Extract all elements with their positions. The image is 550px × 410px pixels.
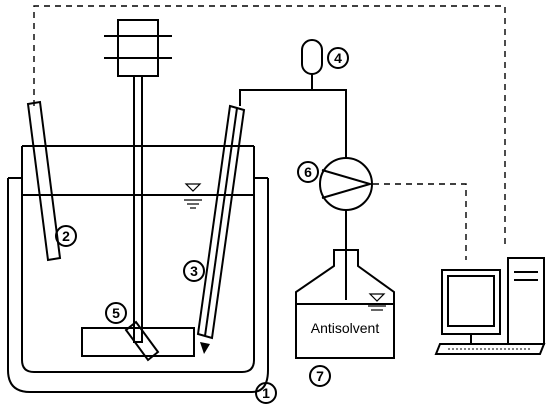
monitor (441, 269, 501, 335)
computer (434, 257, 546, 355)
stirrer-shaft (133, 75, 143, 343)
control-signal-lines (33, 5, 506, 260)
pc-tower (507, 257, 545, 345)
impeller-housing (81, 327, 195, 357)
feed-outlet-arrow (200, 342, 210, 354)
feed-tubing (239, 89, 347, 158)
callout-7: 7 (309, 365, 331, 387)
temperature-probe-signal-line (33, 5, 506, 245)
feed-tube-inner-line (204, 107, 238, 337)
svg-text:2: 2 (62, 228, 70, 244)
crystallizer-vessel (21, 146, 255, 373)
antisolvent-bottle (295, 249, 395, 359)
temperature-probe (26, 100, 62, 262)
pulsation-damper (301, 39, 323, 75)
callout-3: 3 (183, 260, 205, 282)
keyboard (434, 343, 546, 355)
svg-text:6: 6 (304, 164, 312, 180)
svg-text:5: 5 (112, 305, 120, 321)
antisolvent-label: Antisolvent (311, 320, 380, 336)
callout-1: 1 (255, 382, 277, 404)
impeller-blade (124, 320, 160, 362)
callout-2: 2 (55, 225, 77, 247)
svg-text:3: 3 (190, 263, 198, 279)
pump-control-signal-line (373, 183, 467, 260)
monitor-screen (447, 275, 495, 327)
callout-5: 5 (105, 302, 127, 324)
svg-text:4: 4 (334, 50, 342, 66)
stirrer-motor (104, 19, 172, 77)
svg-text:7: 7 (316, 368, 324, 384)
callout-6: 6 (297, 161, 319, 183)
antisolvent-level-symbol (368, 293, 386, 311)
pump (319, 157, 374, 211)
callout-4: 4 (327, 47, 349, 69)
heating-jacket (7, 178, 269, 393)
liquid-level-symbol (184, 183, 202, 209)
svg-text:1: 1 (262, 385, 270, 401)
antisolvent-feed-tube (196, 104, 246, 340)
